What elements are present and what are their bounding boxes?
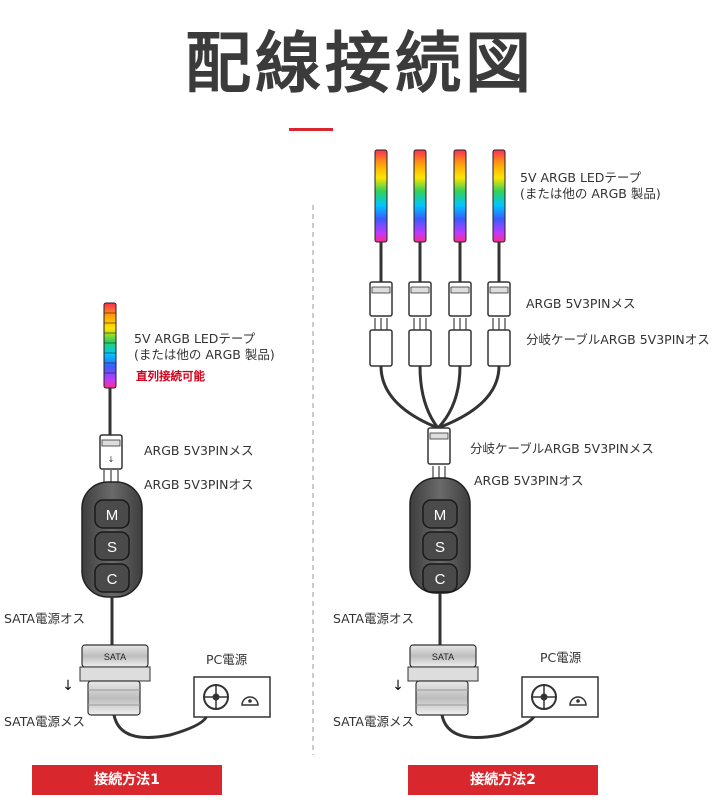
method2-banner: 接続方法2 (408, 765, 598, 795)
sata-male-label: SATA電源オス (333, 611, 414, 626)
led-strip-sublabel: (または他の ARGB 製品) (520, 186, 661, 201)
argb-female-connectors (369, 281, 511, 317)
led-strip-sublabel: (または他の ARGB 製品) (134, 347, 275, 362)
page-title: 配線接続図 (185, 25, 535, 102)
sata-female-label: SATA電源メス (4, 714, 85, 729)
splitter-cable (379, 365, 501, 430)
button-m-label: M (434, 507, 447, 524)
controller-c-button[interactable] (422, 563, 458, 593)
method2-diagram: ↓ (369, 149, 599, 739)
series-connection-note: 直列接続可能 (136, 369, 205, 383)
sata-label: SATA (104, 652, 126, 662)
argb-female-label: ARGB 5V3PINメス (144, 443, 254, 458)
button-s-label: S (435, 539, 445, 556)
splitter-male-connectors (369, 329, 511, 367)
svg-text:↓: ↓ (108, 455, 115, 464)
argb-female-label: ARGB 5V3PINメス (526, 296, 636, 311)
argb-male-label: ARGB 5V3PINオス (144, 477, 254, 492)
method1-diagram: ↓ ↓ (62, 302, 271, 739)
sata-label: SATA (432, 652, 454, 662)
led-strip-label: 5V ARGB LEDテープ (134, 331, 256, 346)
led-strip (103, 302, 117, 389)
splitter-male-label: 分岐ケーブルARGB 5V3PINオス (526, 332, 710, 347)
controller-s-button[interactable] (94, 531, 130, 561)
controller-m-button[interactable] (94, 499, 130, 529)
sata-male-label: SATA電源オス (4, 611, 85, 626)
led-strips (374, 149, 506, 243)
controller-s-button[interactable] (422, 531, 458, 561)
pc-power-label: PC電源 (206, 652, 248, 667)
button-s-label: S (107, 539, 117, 556)
controller-c-button[interactable] (94, 563, 130, 593)
accent-line (289, 128, 333, 131)
sata-female-label: SATA電源メス (333, 714, 414, 729)
led-strip-label: 5V ARGB LEDテープ (520, 170, 642, 185)
splitter-female-label: 分岐ケーブルARGB 5V3PINメス (470, 441, 654, 456)
method1-banner: 接続方法1 (32, 765, 222, 795)
arrow-down-icon: ↓ (392, 678, 404, 694)
button-c-label: C (107, 571, 118, 588)
sata-female-connector (415, 680, 469, 716)
controller-m-button[interactable] (422, 499, 458, 529)
button-m-label: M (106, 507, 119, 524)
button-c-label: C (435, 571, 446, 588)
arrow-down-icon: ↓ (62, 678, 74, 694)
sata-female-connector (87, 680, 141, 716)
pc-power-label: PC電源 (540, 650, 582, 665)
argb-male-label: ARGB 5V3PINオス (474, 473, 584, 488)
